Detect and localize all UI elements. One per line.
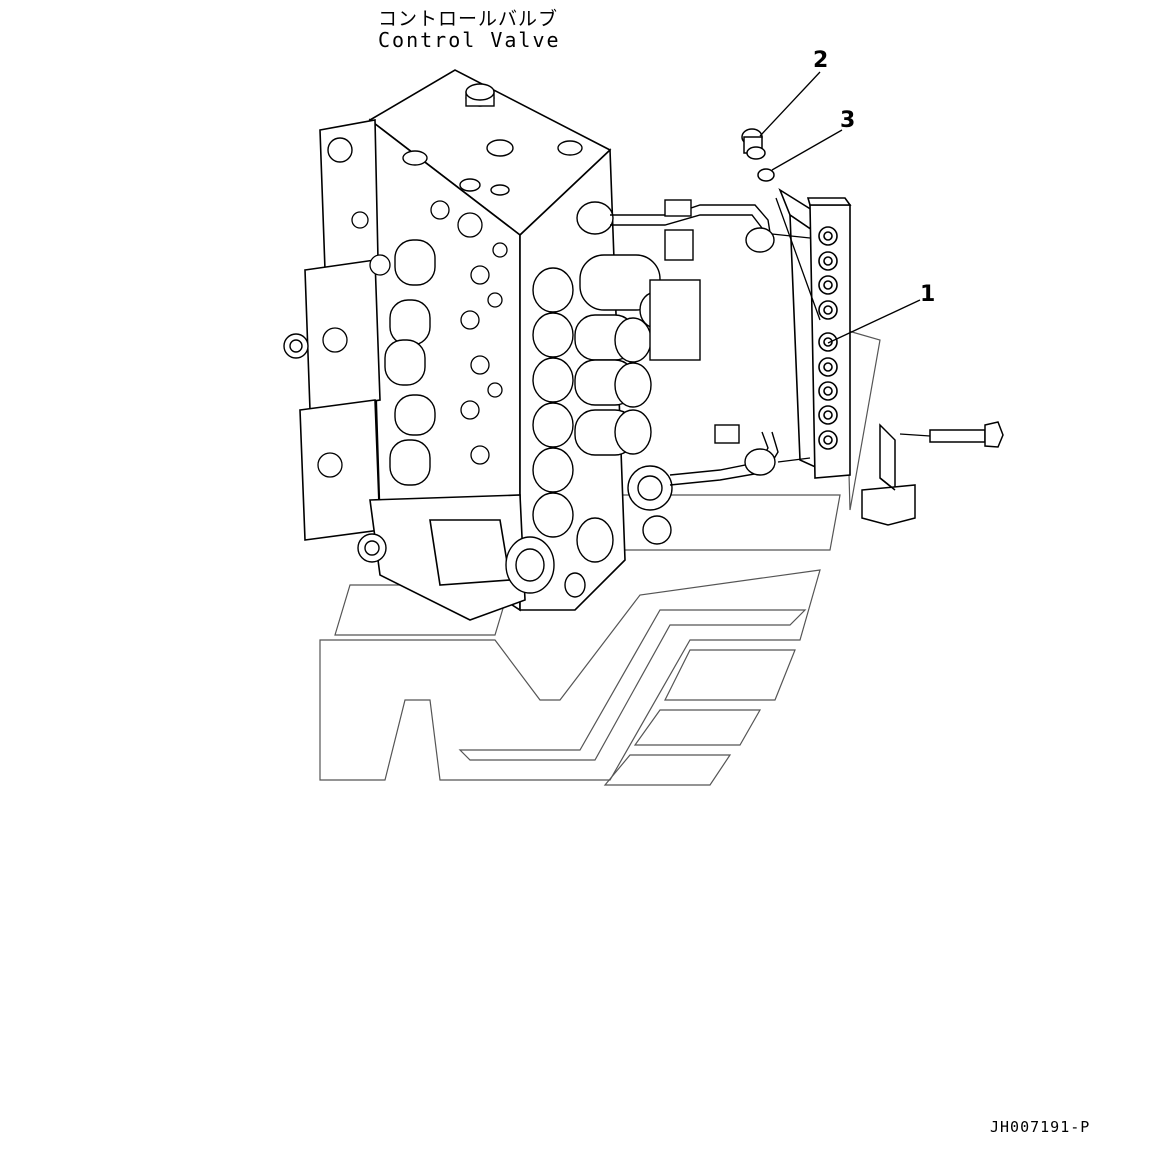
callout-2: 2 xyxy=(813,48,829,73)
terminal-block xyxy=(778,188,852,479)
grease-fitting xyxy=(741,128,766,160)
mounting-bracket xyxy=(861,423,916,526)
grease-cap xyxy=(757,168,775,182)
top-bolts xyxy=(402,83,583,196)
title-english: Control Valve xyxy=(378,28,561,52)
right-solenoids xyxy=(505,201,701,598)
lower-hose xyxy=(669,424,779,486)
upper-hose xyxy=(610,199,775,261)
title-japanese: コントロールバルブ xyxy=(378,8,559,30)
callout-1: 1 xyxy=(920,282,936,307)
mounting-bolt xyxy=(929,421,1004,448)
drawing-code: JH007191-P xyxy=(990,1118,1091,1136)
left-solenoids xyxy=(283,137,436,563)
leader-lines xyxy=(759,71,931,463)
callout-3: 3 xyxy=(840,108,856,133)
left-face-ports xyxy=(317,200,508,478)
